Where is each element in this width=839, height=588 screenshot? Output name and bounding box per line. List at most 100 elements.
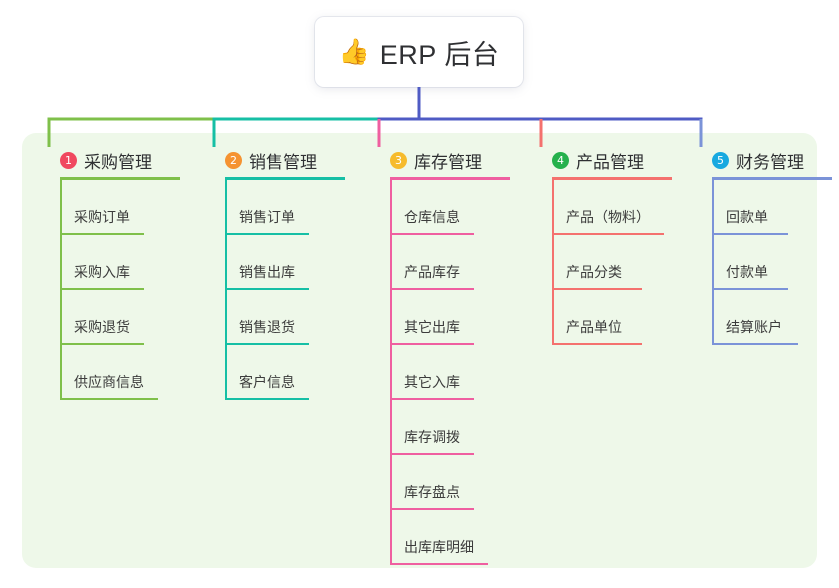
leaf-item-label: 销售订单 [239,209,295,225]
leaf-item[interactable]: 销售订单 [225,180,353,235]
leaf-underline [60,398,158,400]
leaf-item[interactable]: 采购退货 [60,290,188,345]
leaf-underline [552,288,642,290]
column-badge-2: 2 [225,151,242,169]
leaf-item[interactable]: 结算账户 [712,290,839,345]
leaf-underline [712,233,788,235]
column-underline [712,177,832,180]
column-库存管理: 3 库存管理仓库信息产品库存其它出库其它入库库存调拨库存盘点出库库明细 [368,140,518,565]
column-badge-3: 3 [390,151,407,169]
leaf-underline [390,233,474,235]
column-销售管理: 2 销售管理销售订单销售出库销售退货客户信息 [203,140,353,400]
column-header-库存管理[interactable]: 3 库存管理 [368,140,518,180]
leaf-item-label: 其它出库 [404,319,460,335]
leaf-item[interactable]: 库存盘点 [390,455,518,510]
column-badge-1: 1 [60,151,77,169]
leaf-list: 采购订单采购入库采购退货供应商信息 [60,180,188,400]
leaf-item-label: 销售出库 [239,264,295,280]
leaf-underline [390,288,474,290]
root-node-title: ERP 后台 [379,39,500,70]
leaf-list: 仓库信息产品库存其它出库其它入库库存调拨库存盘点出库库明细 [390,180,518,565]
leaf-underline [552,233,664,235]
leaf-underline [390,453,474,455]
column-spine [225,180,227,400]
root-node-card[interactable]: 👍 ERP 后台 [315,17,523,87]
leaf-item[interactable]: 回款单 [712,180,839,235]
leaf-list: 回款单付款单结算账户 [712,180,839,345]
leaf-item[interactable]: 供应商信息 [60,345,188,400]
leaf-underline [390,508,474,510]
thumbs-up-icon: 👍 [338,37,370,66]
leaf-item[interactable]: 产品（物料） [552,180,680,235]
leaf-item[interactable]: 采购入库 [60,235,188,290]
leaf-underline [225,398,309,400]
leaf-item-label: 结算账户 [726,319,782,335]
leaf-item-label: 产品库存 [404,264,460,280]
column-title-label: 产品管理 [576,152,644,172]
leaf-item[interactable]: 产品分类 [552,235,680,290]
leaf-underline [390,398,474,400]
leaf-item[interactable]: 库存调拨 [390,400,518,455]
leaf-item[interactable]: 付款单 [712,235,839,290]
leaf-item-label: 采购退货 [74,319,130,335]
column-header-采购管理[interactable]: 1 采购管理 [38,140,188,180]
leaf-underline [712,343,798,345]
leaf-underline [225,288,309,290]
leaf-item-label: 采购订单 [74,209,130,225]
leaf-item[interactable]: 其它入库 [390,345,518,400]
leaf-item-label: 库存盘点 [404,484,460,500]
leaf-underline [60,233,144,235]
leaf-underline [390,343,474,345]
column-spine [712,180,714,345]
leaf-item-label: 采购入库 [74,264,130,280]
column-spine [390,180,392,565]
leaf-item[interactable]: 客户信息 [225,345,353,400]
column-spine [552,180,554,345]
leaf-item-label: 库存调拨 [404,429,460,445]
column-badge-5: 5 [712,151,729,169]
leaf-item[interactable]: 出库库明细 [390,510,518,565]
leaf-underline [60,343,144,345]
leaf-item-label: 回款单 [726,209,768,225]
leaf-item-label: 产品分类 [566,264,622,280]
column-title-label: 财务管理 [736,152,804,172]
leaf-underline [552,343,642,345]
column-title-label: 销售管理 [249,152,317,172]
leaf-underline [225,233,309,235]
column-underline [60,177,180,180]
column-underline [225,177,345,180]
leaf-item-label: 产品单位 [566,319,622,335]
column-header-产品管理[interactable]: 4 产品管理 [530,140,680,180]
leaf-list: 产品（物料） 产品分类产品单位 [552,180,680,345]
column-underline [552,177,672,180]
leaf-item-label: 付款单 [726,264,768,280]
column-title-label: 采购管理 [84,152,152,172]
leaf-item[interactable]: 采购订单 [60,180,188,235]
leaf-item[interactable]: 产品单位 [552,290,680,345]
column-header-财务管理[interactable]: 5 财务管理 [690,140,839,180]
leaf-item[interactable]: 其它出库 [390,290,518,345]
leaf-item-label: 其它入库 [404,374,460,390]
leaf-underline [390,563,488,565]
leaf-item[interactable]: 销售出库 [225,235,353,290]
column-title-label: 库存管理 [414,152,482,172]
diagram-background-panel [22,133,817,568]
leaf-item-label: 产品（物料） [566,209,650,225]
column-spine [60,180,62,400]
leaf-item[interactable]: 产品库存 [390,235,518,290]
column-财务管理: 5 财务管理回款单付款单结算账户 [690,140,839,345]
leaf-item-label: 出库库明细 [404,539,474,555]
leaf-item[interactable]: 仓库信息 [390,180,518,235]
column-产品管理: 4 产品管理产品（物料） 产品分类产品单位 [530,140,680,345]
column-badge-4: 4 [552,151,569,169]
leaf-item[interactable]: 销售退货 [225,290,353,345]
leaf-underline [225,343,309,345]
leaf-underline [712,288,788,290]
column-underline [390,177,510,180]
leaf-item-label: 客户信息 [239,374,295,390]
leaf-list: 销售订单销售出库销售退货客户信息 [225,180,353,400]
column-header-销售管理[interactable]: 2 销售管理 [203,140,353,180]
leaf-item-label: 供应商信息 [74,374,144,390]
column-采购管理: 1 采购管理采购订单采购入库采购退货供应商信息 [38,140,188,400]
leaf-underline [60,288,144,290]
